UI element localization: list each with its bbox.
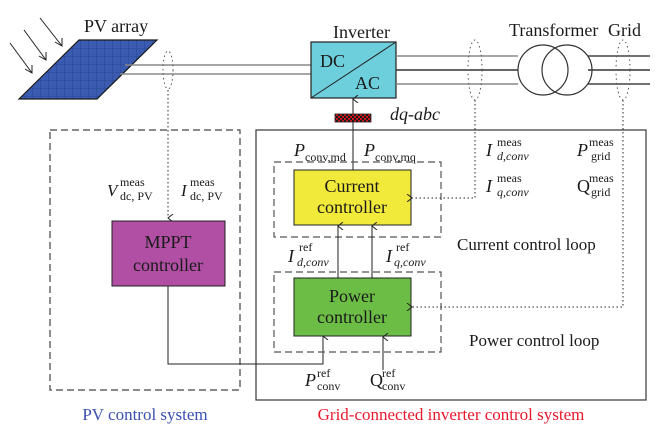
i-dc-pv-meas-label: I meas dc, PV: [180, 175, 223, 203]
q-conv-ref-label: Q ref conv: [370, 366, 405, 393]
svg-text:q,conv: q,conv: [394, 255, 426, 269]
q-grid-meas-label: Q meas grid: [577, 171, 614, 199]
svg-text:ref: ref: [396, 240, 409, 254]
grid-measurement-feedback: [412, 100, 624, 307]
i-q-conv-ref-label: I ref q,conv: [385, 240, 426, 269]
svg-text:d,conv: d,conv: [497, 149, 529, 163]
power-controller-line1: Power: [329, 286, 375, 306]
svg-text:meas: meas: [120, 175, 145, 189]
p-conv-mq-label: P conv,mq: [363, 140, 416, 164]
svg-text:ref: ref: [382, 366, 395, 380]
svg-text:I: I: [485, 140, 493, 160]
current-measurement-feedback: [412, 100, 476, 198]
svg-text:ref: ref: [299, 240, 312, 254]
mppt-controller-block: [111, 220, 226, 287]
svg-text:P: P: [304, 370, 316, 390]
svg-text:Q: Q: [577, 176, 590, 196]
dq-abc-label: dq-abc: [390, 104, 440, 124]
svg-text:ref: ref: [317, 366, 330, 380]
svg-text:P: P: [576, 140, 588, 160]
ac-bus-lines: [396, 55, 650, 85]
i-d-conv-meas-label: I meas d,conv: [485, 135, 529, 163]
i-d-conv-ref-label: I ref d,conv: [287, 240, 329, 269]
p-grid-meas-label: P meas grid: [576, 135, 614, 163]
power-control-loop-boundary: [273, 271, 442, 353]
grid-label: Grid: [608, 20, 641, 40]
pv-array-label: PV array: [84, 16, 148, 36]
svg-text:grid: grid: [591, 149, 610, 163]
dq-abc-transform-block: [334, 113, 372, 123]
inverter-diagonal: [310, 41, 397, 99]
dc-bus-lines: [120, 64, 312, 75]
svg-text:d,conv: d,conv: [297, 255, 329, 269]
svg-text:conv: conv: [382, 379, 405, 393]
mppt-to-power-ref-line: [167, 286, 323, 365]
svg-text:grid: grid: [591, 185, 610, 199]
svg-text:I: I: [180, 181, 188, 200]
sunlight-arrows-icon: [9, 17, 63, 74]
svg-text:I: I: [485, 176, 493, 196]
p-conv-md-label: P conv,md: [293, 140, 346, 164]
svg-text:dc, PV: dc, PV: [120, 189, 153, 203]
svg-text:conv,mq: conv,mq: [375, 150, 416, 164]
svg-text:I: I: [385, 246, 393, 266]
svg-text:Q: Q: [370, 370, 383, 390]
transformer-secondary-coil-icon: [541, 44, 593, 96]
power-control-loop-label: Power control loop: [469, 331, 599, 350]
i-q-conv-meas-label: I meas q,conv: [485, 171, 529, 199]
current-control-loop-boundary: [273, 161, 442, 238]
v-dc-pv-meas-label: V meas dc, PV: [107, 175, 153, 203]
svg-text:conv: conv: [317, 379, 340, 393]
svg-text:I: I: [287, 246, 295, 266]
svg-text:conv,md: conv,md: [305, 150, 346, 164]
current-controller-line1: Current: [325, 176, 380, 196]
p-conv-ref-label: P ref conv: [304, 366, 340, 393]
inverter-label: Inverter: [333, 22, 390, 42]
grid-control-system-caption: Grid-connected inverter control system: [318, 405, 585, 424]
svg-text:q,conv: q,conv: [497, 185, 529, 199]
current-controller-line2: controller: [317, 197, 387, 217]
transformer-label: Transformer: [509, 20, 598, 40]
power-controller-block: [293, 277, 412, 337]
pv-control-system-boundary: [49, 129, 241, 391]
current-controller-block: [293, 169, 412, 226]
pv-control-system-caption: PV control system: [82, 405, 207, 424]
svg-text:meas: meas: [497, 171, 522, 185]
pv-array-panel: [17, 39, 159, 100]
current-control-loop-label: Current control loop: [457, 235, 596, 254]
inverter-ac-label: AC: [355, 73, 380, 93]
svg-text:P: P: [293, 140, 305, 160]
svg-text:meas: meas: [497, 135, 522, 149]
svg-text:P: P: [363, 140, 375, 160]
svg-text:dc, PV: dc, PV: [190, 189, 223, 203]
transformer-primary-coil-icon: [517, 44, 569, 96]
power-controller-line2: controller: [317, 307, 387, 327]
mppt-controller-line2: controller: [133, 255, 203, 275]
dc-measurement-probe: [162, 50, 174, 90]
svg-text:V: V: [107, 181, 120, 200]
svg-text:meas: meas: [190, 175, 215, 189]
grid-control-system-boundary: [255, 129, 647, 401]
mppt-controller-line1: MPPT: [144, 232, 191, 252]
svg-text:meas: meas: [589, 171, 614, 185]
inverter-dc-label: DC: [320, 51, 345, 71]
svg-text:meas: meas: [589, 135, 614, 149]
